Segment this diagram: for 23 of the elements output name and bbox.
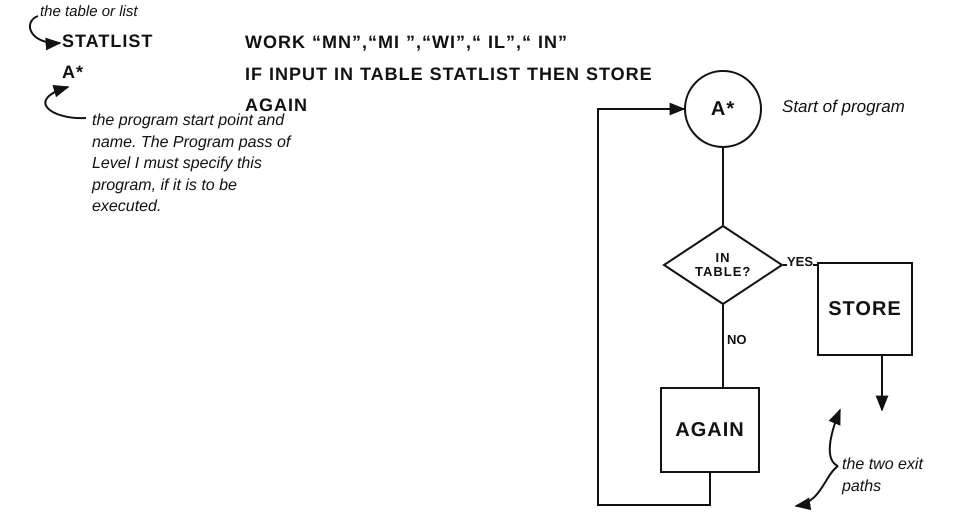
node-label: AGAIN [675,420,745,440]
code-label: A* [62,63,84,82]
node-label: IN TABLE? [695,251,751,279]
annotation-text: the table or list [40,2,138,22]
node-label: A* [710,98,736,120]
code-label: STATLIST [62,32,154,51]
leader-arrow [44,86,86,120]
annotation-text: Start of program [782,97,905,117]
annotation-text: the two exit paths [842,455,924,497]
code-line: IF INPUT IN TABLE STATLIST THEN STORE [245,64,653,85]
leader-arrow [29,15,62,50]
arrow [597,102,711,506]
arrow [876,356,888,412]
leader-arrow [828,408,841,467]
code-line: WORK “MN”,“MI ”,“WI”,“ IL”,“ IN” [245,32,568,53]
start-circle [684,70,762,148]
decision-diamond [663,225,783,305]
edge-label: NO [727,332,746,347]
process-box [817,262,913,356]
annotation-text: the program start point and name. The Program pass of Level I must specify this program, if it is to be executed. [92,112,293,218]
process-box [660,387,760,473]
node-label: STORE [828,298,902,320]
leader-arrow [794,465,839,509]
